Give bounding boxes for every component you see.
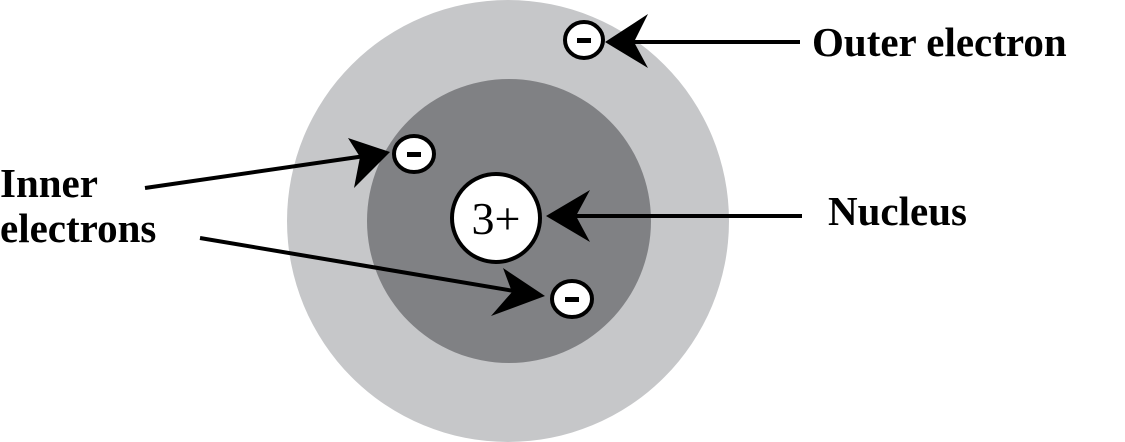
inner-electron-1 [392,134,436,174]
arrow-outer-electron [605,14,800,68]
label-nucleus: Nucleus [828,188,967,234]
outer-electron [563,20,605,60]
nucleus-charge: 3+ [472,193,521,244]
arrow-inner-electron-1 [144,138,390,190]
label-inner-line1: Inner [0,160,98,206]
label-outer-electron: Outer electron [812,19,1067,65]
inner-electron-2 [550,279,594,319]
nucleus: 3+ [450,172,542,264]
label-inner-line2: electrons [0,205,156,251]
arrow-nucleus [546,190,802,242]
arrow-inner-electron-2 [199,236,545,316]
